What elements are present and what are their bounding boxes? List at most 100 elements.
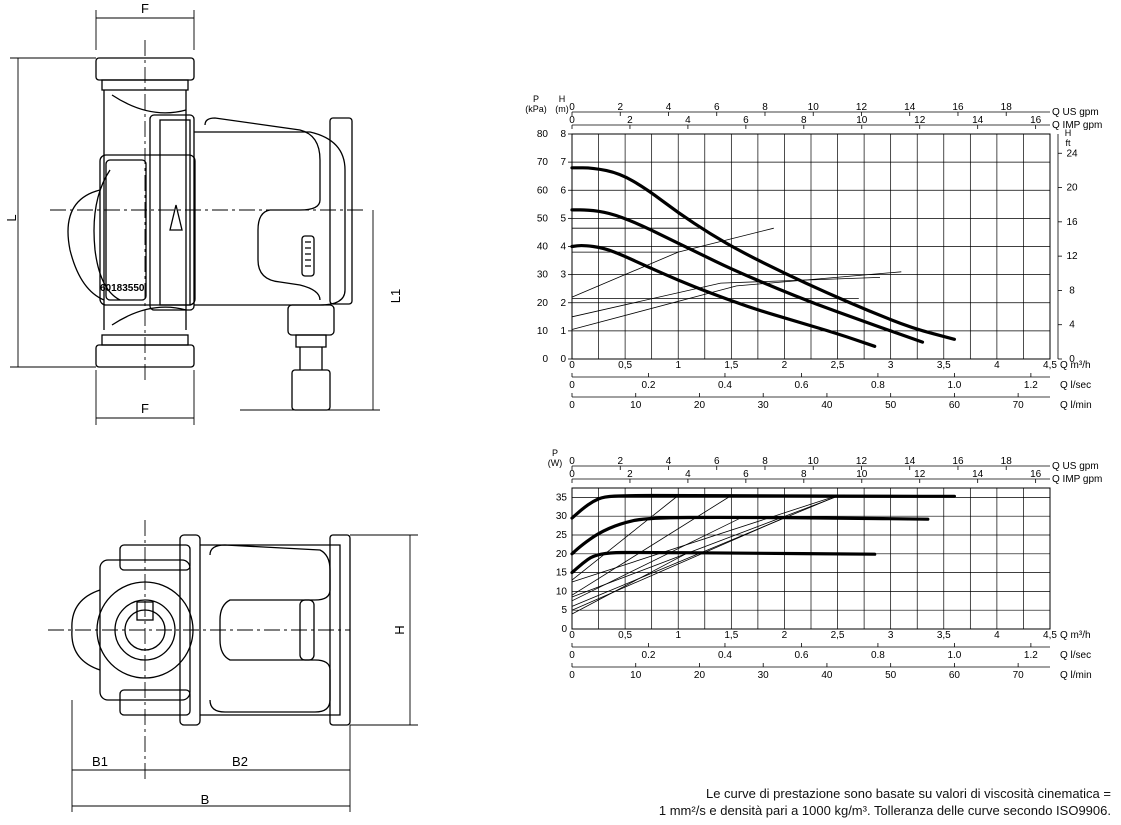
bottom-axis-tick-label: 4	[994, 630, 1000, 641]
inner-axis-title-unit: (m)	[555, 104, 569, 114]
right-axis-tick-label: 8	[1069, 285, 1075, 296]
top-axis-tick-label: 2	[627, 469, 633, 480]
dim-l1: L1	[388, 289, 403, 303]
bottom-axis-tick-label: 0	[569, 670, 575, 681]
top-axis-tick-label: 4	[685, 469, 691, 480]
bottom-axis-tick-label: 0,5	[618, 360, 632, 371]
top-axis-tick-label: 0	[569, 469, 575, 480]
bottom-axis-label: Q l/sec	[1060, 650, 1091, 661]
dim-b: B	[201, 792, 210, 807]
top-axis-tick-label: 14	[904, 102, 916, 113]
left-axis-tick-label: 25	[556, 530, 568, 541]
bottom-axis-tick-label: 0.8	[871, 380, 885, 391]
left-axis-tick-label: 35	[556, 492, 568, 503]
left-axis-title-unit: (kPa)	[525, 104, 547, 114]
right-axis-tick-label: 16	[1066, 217, 1078, 228]
bottom-axis-tick-label: 4,5	[1043, 630, 1057, 641]
bottom-axis-tick-label: 1,5	[724, 360, 738, 371]
bottom-axis-label: Q l/min	[1060, 400, 1092, 411]
bottom-axis-tick-label: 40	[821, 400, 833, 411]
left-axis-tick-label: 30	[556, 511, 568, 522]
note-line-2: 1 mm²/s e densità pari a 1000 kg/m³. Tol…	[658, 803, 1111, 818]
left-axis-title: P	[552, 448, 558, 458]
top-axis-label: Q IMP gpm	[1052, 474, 1102, 485]
left-axis-title-unit: (W)	[548, 458, 563, 468]
inner-axis-tick-label: 7	[560, 157, 566, 168]
bottom-axis-tick-label: 0.8	[871, 650, 885, 661]
left-axis-tick-label: 5	[561, 605, 567, 616]
performance-curve	[570, 515, 930, 556]
top-axis-tick-label: 6	[714, 102, 720, 113]
bottom-axis-label: Q m³/h	[1060, 360, 1091, 371]
bottom-axis-tick-label: 1,5	[724, 630, 738, 641]
top-axis-tick-label: 6	[743, 115, 749, 126]
top-axis-tick-label: 6	[714, 456, 720, 467]
bottom-axis-tick-label: 0	[569, 400, 575, 411]
bottom-axis-tick-label: 0.6	[794, 380, 808, 391]
performance-curve	[570, 493, 956, 520]
top-axis-tick-label: 16	[1030, 115, 1042, 126]
bottom-axis-tick-label: 30	[758, 400, 770, 411]
bottom-axis-tick-label: 0	[569, 650, 575, 661]
bottom-axis-tick-label: 0	[569, 630, 575, 641]
right-axis-tick-label: 20	[1066, 183, 1078, 194]
dim-f-bottom: F	[141, 401, 149, 416]
bottom-axis-tick-label: 50	[885, 670, 897, 681]
top-axis-tick-label: 2	[617, 456, 623, 467]
bottom-axis-tick-label: 10	[630, 400, 642, 411]
bottom-axis-tick-label: 0,5	[618, 630, 632, 641]
bottom-axis-tick-label: 70	[1013, 670, 1025, 681]
bottom-axis-tick-label: 70	[1013, 400, 1025, 411]
bottom-axis-tick-label: 1.2	[1024, 380, 1038, 391]
bottom-axis-tick-label: 1.0	[947, 650, 961, 661]
left-axis-tick-label: 10	[556, 586, 568, 597]
left-axis-tick-label: 0	[561, 624, 567, 635]
left-axis-tick-label: 20	[556, 549, 568, 560]
system-curve	[571, 516, 743, 602]
system-curve	[571, 495, 679, 581]
bottom-axis-tick-label: 0.4	[718, 650, 732, 661]
top-axis-tick-label: 0	[569, 456, 575, 467]
inner-axis-tick-label: 1	[560, 326, 566, 337]
bottom-axis-tick-label: 0	[569, 360, 575, 371]
inner-axis-tick-label: 0	[560, 354, 566, 365]
top-axis-tick-label: 10	[856, 115, 868, 126]
top-axis-tick-label: 14	[972, 469, 984, 480]
bottom-axis-label: Q l/sec	[1060, 380, 1091, 391]
top-axis-tick-label: 14	[904, 456, 916, 467]
top-axis-tick-label: 10	[856, 469, 868, 480]
right-axis-tick-label: 0	[1069, 354, 1075, 365]
bottom-axis-tick-label: 0.6	[794, 650, 808, 661]
top-axis-tick-label: 16	[952, 456, 964, 467]
bottom-axis-tick-label: 40	[821, 670, 833, 681]
top-axis-tick-label: 8	[801, 469, 807, 480]
bottom-axis-tick-label: 10	[630, 670, 642, 681]
left-axis-tick-label: 70	[537, 157, 549, 168]
right-axis-title-unit: ft	[1065, 138, 1071, 148]
top-axis-tick-label: 16	[952, 102, 964, 113]
top-axis-tick-label: 18	[1001, 102, 1013, 113]
bottom-axis-label: Q m³/h	[1060, 630, 1091, 641]
system-curve	[571, 495, 732, 596]
right-axis-tick-label: 4	[1069, 320, 1075, 331]
performance-curve	[570, 166, 956, 341]
left-axis-tick-label: 50	[537, 213, 549, 224]
top-axis-tick-label: 2	[627, 115, 633, 126]
inner-axis-tick-label: 6	[560, 185, 566, 196]
top-axis-tick-label: 0	[569, 115, 575, 126]
bottom-axis-tick-label: 60	[949, 400, 961, 411]
bottom-axis-tick-label: 1.2	[1024, 650, 1038, 661]
top-axis-tick-label: 2	[617, 102, 623, 113]
system-curve	[571, 495, 838, 583]
top-axis-tick-label: 14	[972, 115, 984, 126]
plot-frame	[571, 487, 1051, 630]
bottom-axis-label: Q l/min	[1060, 670, 1092, 681]
performance-curve	[570, 550, 877, 575]
bottom-axis-tick-label: 4	[994, 360, 1000, 371]
performance-curve	[570, 208, 925, 344]
dim-l: L	[4, 214, 19, 221]
top-axis-tick-label: 0	[569, 102, 575, 113]
